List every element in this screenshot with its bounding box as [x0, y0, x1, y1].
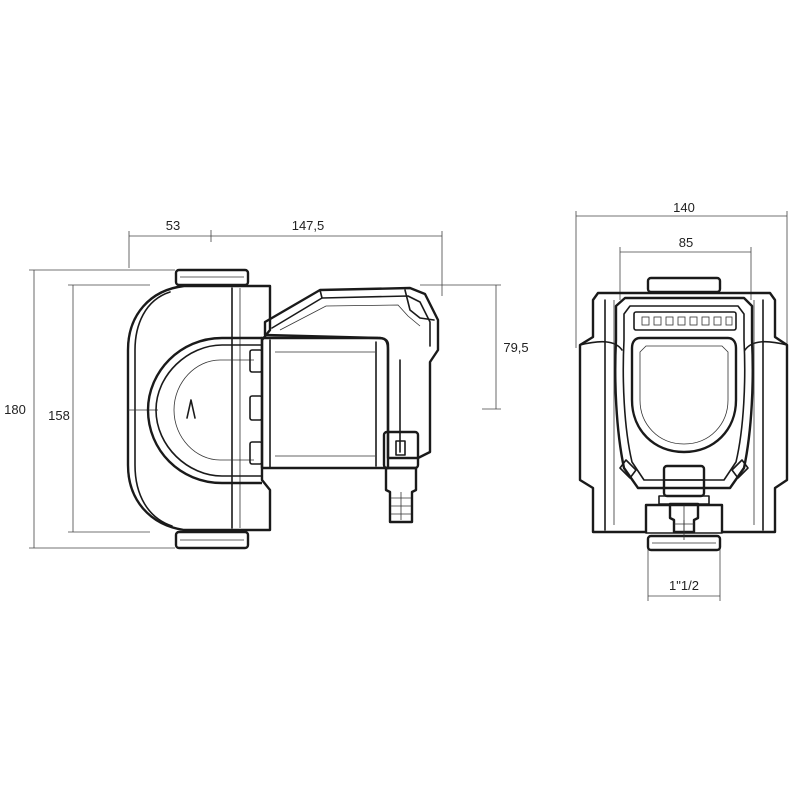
front-top-flange [646, 276, 722, 294]
dim-label-connection-size: 1"1/2 [669, 578, 699, 593]
pump-housing [126, 284, 272, 532]
dim-label-inlet-offset: 53 [166, 218, 180, 233]
dim-label-head-width: 85 [679, 235, 693, 250]
control-head [263, 286, 440, 460]
dim-label-body-length: 147,5 [292, 218, 325, 233]
control-buttons [633, 311, 737, 331]
front-control-head [614, 296, 754, 490]
display-window [630, 336, 738, 454]
cable-gland [384, 466, 418, 524]
front-cable-connector [662, 464, 706, 498]
front-cable-gland [668, 502, 700, 534]
flow-arrow-icon [186, 399, 196, 419]
motor-body [260, 336, 390, 470]
front-view [575, 211, 789, 601]
dim-label-total-width: 140 [673, 200, 695, 215]
impeller-cover [146, 336, 262, 485]
dim-label-total-height: 180 [4, 402, 26, 417]
bottom-flange [174, 530, 250, 550]
dim-label-flange-height: 158 [48, 408, 70, 423]
side-view [29, 230, 501, 550]
dim-label-head-height: 79,5 [503, 340, 528, 355]
front-dimension-lines [575, 211, 788, 601]
side-dimension-lines [29, 230, 501, 549]
top-flange [174, 268, 250, 287]
